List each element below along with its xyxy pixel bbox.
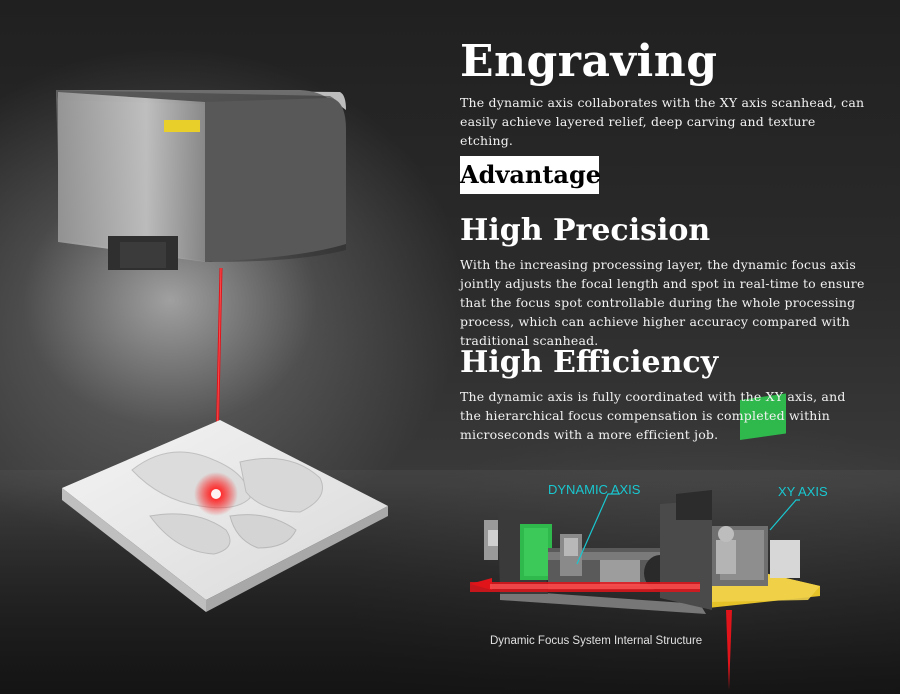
xy-axis-label: XY AXIS [778, 484, 828, 499]
dynamic-axis-callout-line [576, 493, 620, 565]
warning-label-icon [164, 120, 200, 132]
intro-text: The dynamic axis collaborates with the X… [460, 95, 865, 148]
section-text-precision: With the increasing processing layer, th… [460, 257, 865, 348]
engraved-plate [62, 420, 388, 612]
headline: Engraving [460, 36, 718, 87]
section-title-precision: High Precision [460, 213, 711, 248]
diagram-caption: Dynamic Focus System Internal Structure [490, 635, 703, 647]
section-title-efficiency: High Efficiency [460, 345, 719, 380]
dynamic-axis-label: DYNAMIC AXIS [548, 482, 641, 497]
dynamic-focus-system-diagram [470, 393, 820, 690]
xy-axis-callout-line [769, 499, 800, 531]
section-text-efficiency: The dynamic axis is fully coordinated wi… [460, 389, 846, 442]
advantage-badge: Advantage [460, 156, 601, 194]
laser-head [56, 90, 346, 270]
